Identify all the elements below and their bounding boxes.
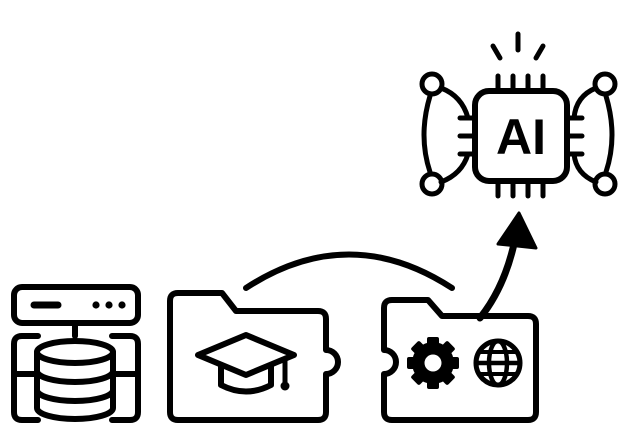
settings-web-node: [381, 297, 539, 423]
ai-chip-icon: AI: [419, 31, 618, 199]
gear-icon: [407, 337, 459, 389]
connector-arc: [243, 251, 455, 291]
globe-icon: [473, 338, 523, 388]
education-folder-node: [167, 290, 341, 423]
graduation-cap-icon: [195, 332, 297, 395]
arrow-to-ai: [476, 211, 538, 322]
ai-chip-label: AI: [496, 109, 546, 165]
server-database-icon: [11, 284, 141, 423]
